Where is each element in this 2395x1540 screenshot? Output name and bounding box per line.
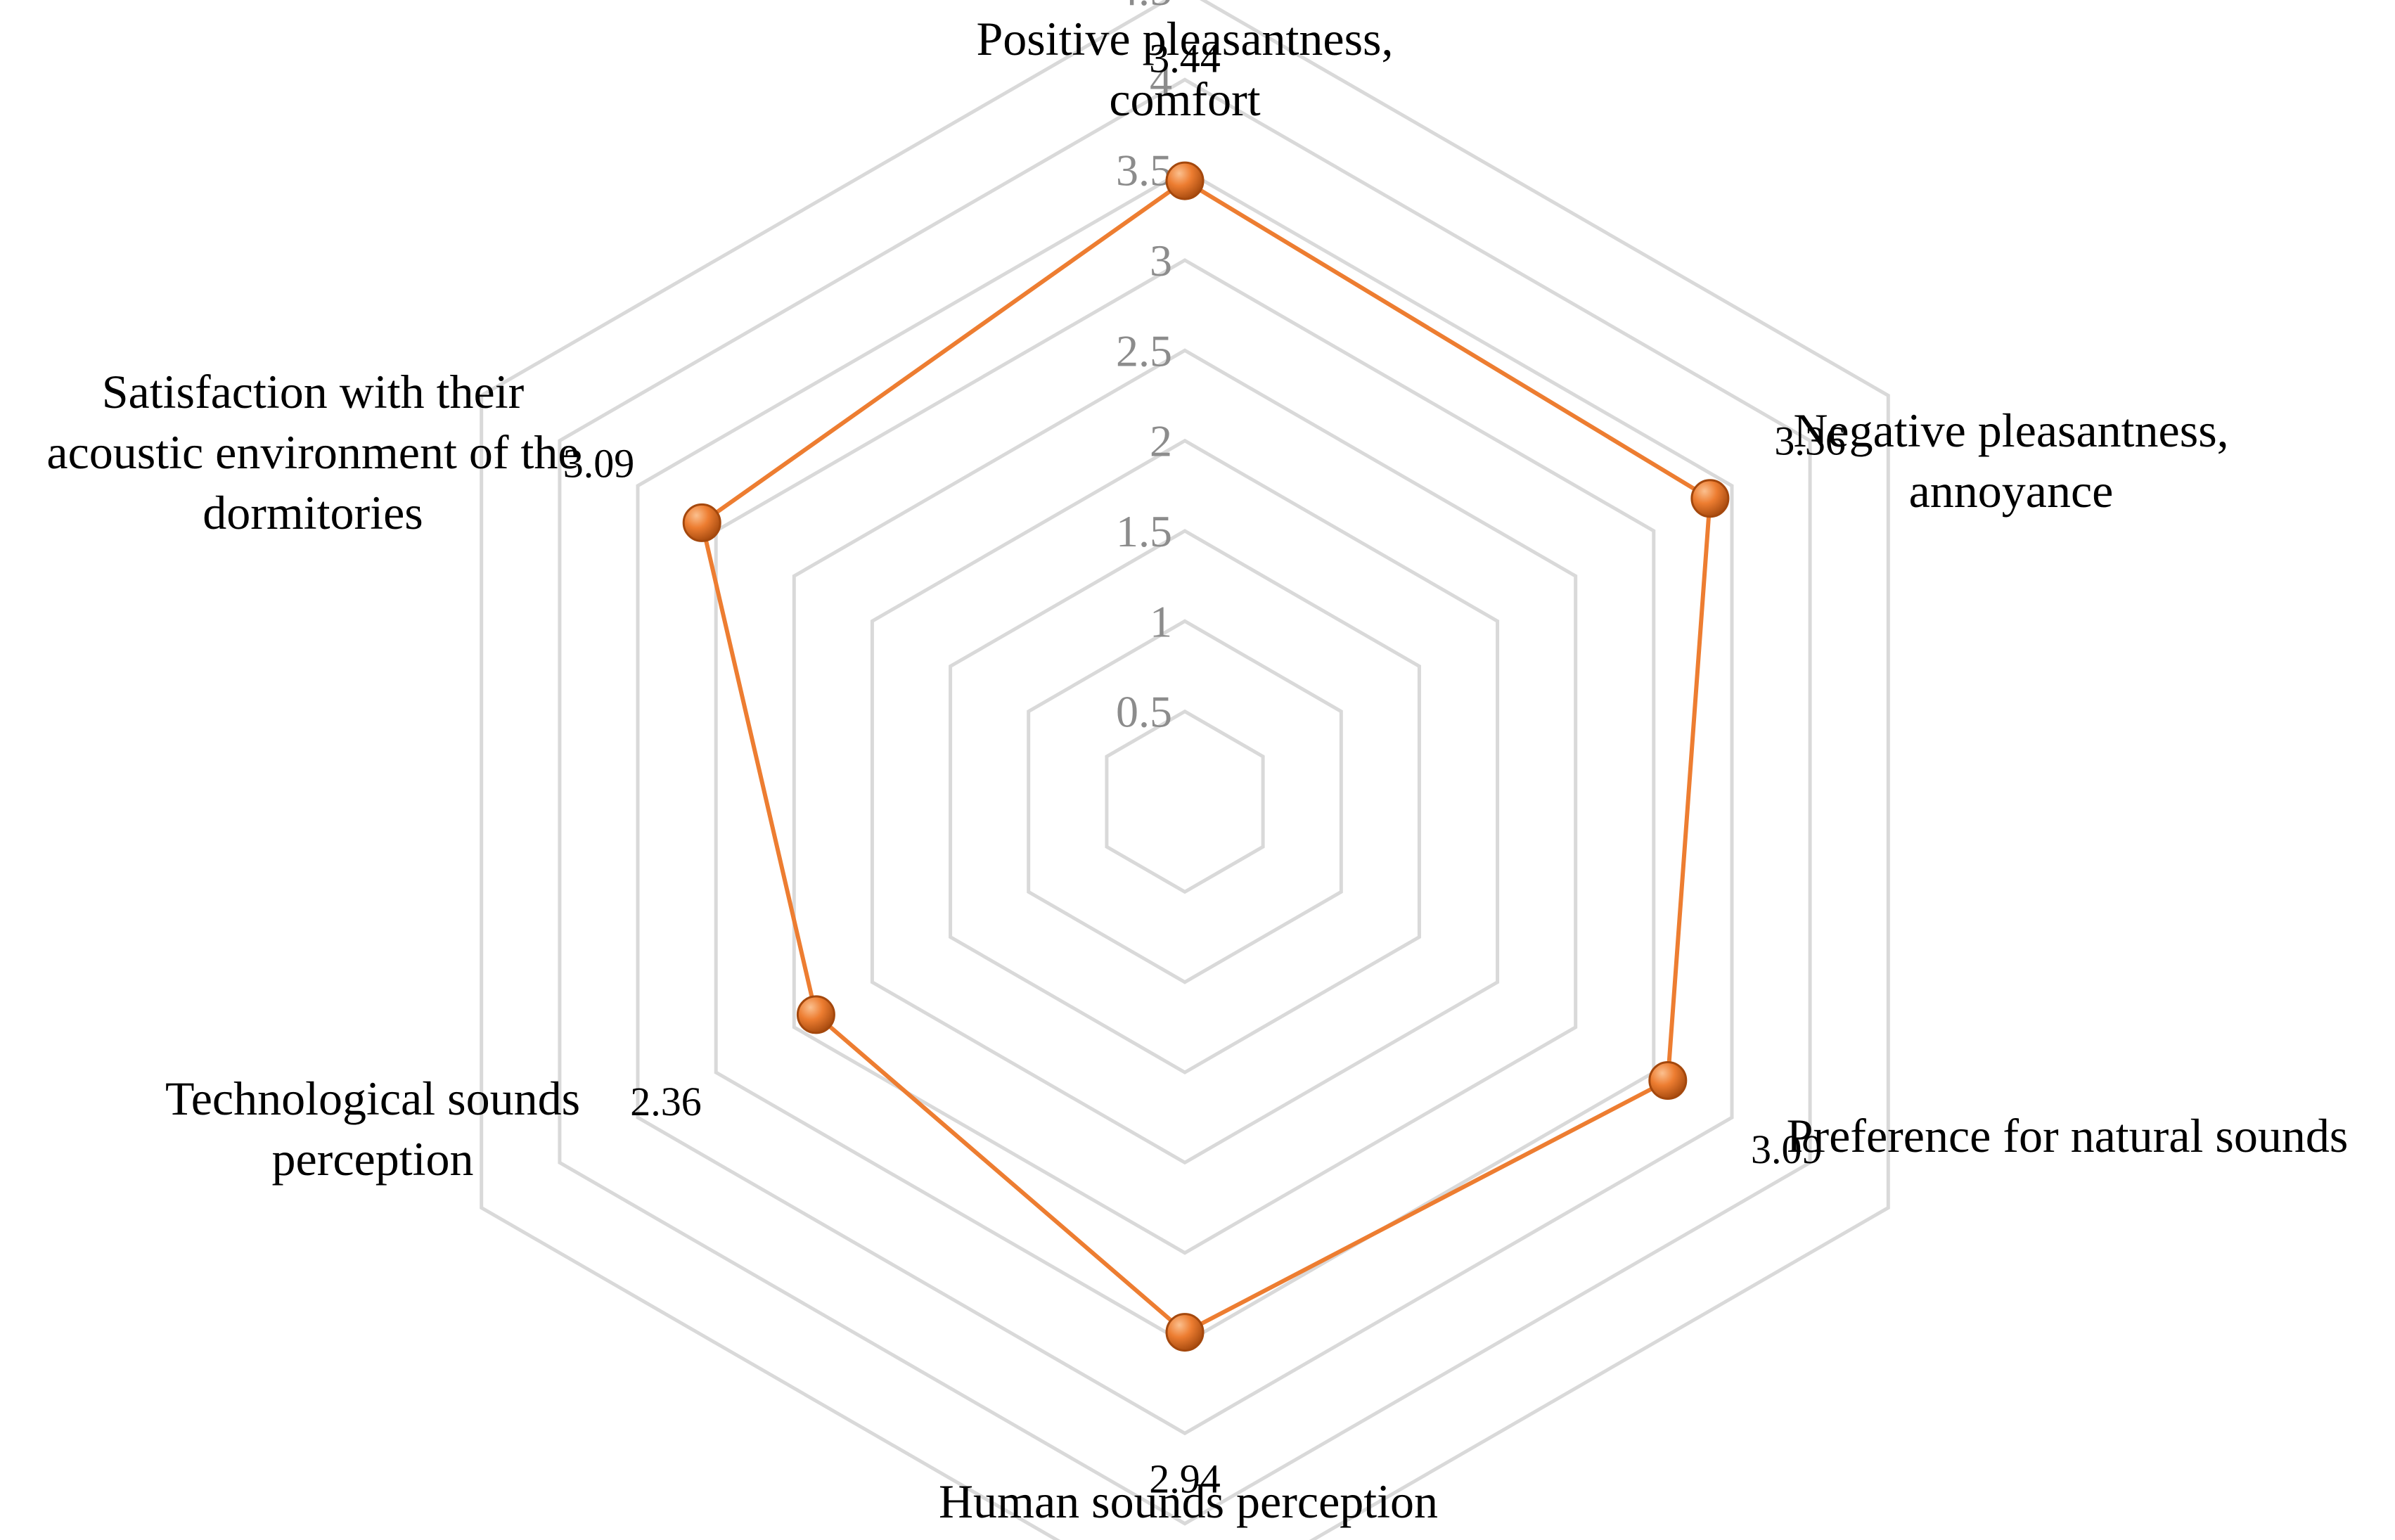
radar-grid [480, 0, 1890, 1540]
tick-label: 3 [1150, 236, 1172, 285]
data-label: 3.09 [563, 441, 635, 487]
data-point [1648, 1061, 1688, 1100]
markers-layer [682, 161, 1730, 1352]
data-label: 3.09 [1751, 1127, 1823, 1172]
grid-ring-5 [714, 258, 1656, 1345]
data-point [796, 995, 835, 1034]
data-labels: 3.44 3.36 3.09 2.94 2.36 3.09 [563, 36, 1846, 1502]
data-label: 2.94 [1149, 1456, 1221, 1502]
category-label: Preference for natural sounds [1787, 1109, 2349, 1162]
tick-label: 0.5 [1116, 687, 1172, 737]
grid-ring-3 [870, 438, 1500, 1165]
category-label: Positive pleasantness,comfort [976, 12, 1393, 126]
tick-label: 2.5 [1116, 326, 1172, 376]
category-label: Human sounds perception [939, 1475, 1438, 1528]
data-label: 3.36 [1774, 418, 1846, 464]
tick-label: 2 [1150, 416, 1172, 466]
data-point [1165, 161, 1205, 200]
data-label: 2.36 [630, 1079, 702, 1124]
grid-ring-4 [792, 348, 1578, 1255]
data-point [1165, 1313, 1205, 1352]
grid-ring-1 [1027, 619, 1343, 984]
tick-label: 4.5 [1116, 0, 1172, 15]
grid-ring-2 [949, 529, 1421, 1074]
category-label: Negative pleasantness,annoyance [1793, 404, 2228, 518]
tick-label: 1 [1150, 596, 1172, 646]
tick-label: 3.5 [1116, 146, 1172, 195]
data-label: 3.44 [1149, 36, 1221, 82]
grid-ring-6 [636, 167, 1734, 1436]
tick-label: 4 [1150, 55, 1172, 105]
series-line [700, 179, 1712, 1335]
grid-ring-8 [480, 0, 1890, 1540]
data-point [682, 503, 721, 542]
data-point [1690, 479, 1730, 518]
grid-ring-7 [558, 77, 1812, 1526]
series-layer [700, 179, 1712, 1335]
tick-label: 1.5 [1116, 506, 1172, 556]
grid-ring-0 [1105, 709, 1265, 894]
radial-tick-labels: 0.5 1 1.5 2 2.5 3 3.5 4 4.5 [1116, 0, 1172, 737]
